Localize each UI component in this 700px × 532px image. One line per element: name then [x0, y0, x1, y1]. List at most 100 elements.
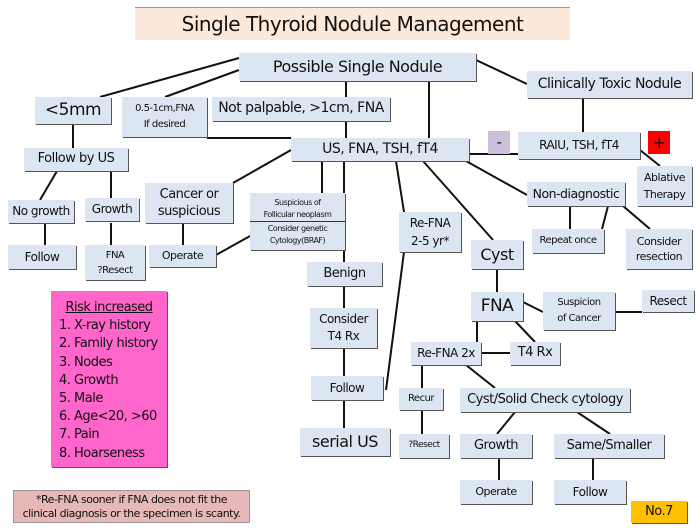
connector	[395, 160, 405, 213]
connector	[601, 205, 609, 230]
positive-marker: +	[648, 131, 670, 154]
node-text: Follow	[572, 484, 608, 499]
footnote-line: *Re-FNA sooner if FNA does not fit the	[36, 492, 227, 506]
node-text: Ablative	[644, 171, 685, 184]
node-benign: Benign	[307, 262, 382, 286]
node-text: suspicious	[157, 204, 221, 219]
node-follow-benign: Follow	[311, 376, 383, 400]
node-consider-t4: Consider T4 Rx	[310, 308, 377, 348]
node-operate-growth: Operate	[460, 480, 532, 504]
node-not-palpable: Not palpable, >1cm, FNA	[212, 97, 390, 121]
node-growth-cytology: Growth	[460, 434, 532, 458]
connector	[385, 251, 405, 391]
risk-item: 8. Hoarseness	[59, 445, 145, 461]
risk-heading: Risk increased	[65, 300, 153, 315]
node-resect: Resect	[642, 290, 694, 312]
node-text: +	[652, 132, 666, 152]
risk-item: 2. Family history	[59, 336, 158, 352]
risk-item: 5. Male	[59, 391, 103, 407]
node-follow-by-us: Follow by US	[24, 148, 128, 171]
node-refna-2x: Re-FNA 2x	[411, 342, 481, 365]
node-text: resection	[635, 250, 683, 263]
node-text: Growth	[473, 437, 519, 453]
node-text: ?Resect	[408, 440, 440, 451]
connector	[232, 149, 292, 184]
node-text: Follow by US	[37, 151, 115, 167]
page-label-text: No.7	[645, 503, 673, 519]
node-text: Re-FNA 2x	[417, 346, 475, 360]
node-text: FNA	[480, 295, 514, 316]
node-text: Recur	[407, 392, 435, 404]
node-text: Follow	[24, 249, 60, 264]
node-operate: Operate	[149, 245, 216, 267]
node-t4rx: T4 Rx	[510, 342, 560, 365]
node-text: Cyst	[480, 244, 514, 264]
node-text: Consider	[636, 235, 682, 248]
diagram-title: Single Thyroid Nodule Management	[135, 7, 570, 40]
node-text: Suspicious of	[274, 198, 321, 207]
node-text: Possible Single Nodule	[272, 57, 443, 76]
node-follow: Follow	[8, 245, 76, 269]
node-text: Repeat once	[539, 234, 598, 246]
node-text: Cyst/Solid Check cytology	[467, 391, 623, 407]
connector	[475, 59, 528, 85]
connector	[522, 301, 544, 313]
node-growth: Growth	[85, 198, 139, 221]
node-text: ?Resect	[97, 264, 133, 276]
node-suspicion-cancer: Suspicion of Cancer	[543, 292, 615, 330]
node-text: of Cancer	[557, 313, 601, 324]
node-lt5mm: <5mm	[35, 97, 111, 124]
node-text: Cytology(BRAF)	[269, 236, 326, 245]
connector	[99, 57, 240, 98]
node-question-resect: ?Resect	[399, 434, 449, 458]
node-same-smaller: Same/Smaller	[554, 434, 664, 458]
node-refna-2-5yr: Re-FNA 2-5 yr*	[399, 212, 461, 252]
node-serial-us: serial US	[300, 428, 390, 456]
node-text: Operate	[161, 249, 204, 263]
connector	[422, 160, 494, 241]
risk-item: 3. Nodes	[59, 354, 113, 370]
node-follow-same: Follow	[554, 480, 626, 504]
node-text: Operate	[475, 485, 517, 499]
connector	[465, 160, 528, 196]
connector	[514, 320, 536, 343]
node-text: Consider genetic	[250, 221, 345, 235]
connector	[496, 411, 516, 435]
node-text: Not palpable, >1cm, FNA	[218, 100, 384, 117]
risk-item: 6. Age<20, >60	[59, 409, 157, 425]
node-text: US, FNA, TSH, fT4	[322, 140, 438, 157]
node-text: T4 Rx	[327, 329, 360, 343]
node-text: No growth	[12, 204, 70, 218]
footnote: *Re-FNA sooner if FNA does not fit the c…	[13, 490, 250, 523]
title-text: Single Thyroid Nodule Management	[181, 11, 524, 36]
node-text: Resect	[649, 293, 687, 308]
node-text: Therapy	[643, 188, 686, 201]
node-no-growth: No growth	[8, 200, 74, 223]
node-fna-resect: FNA?Resect	[85, 245, 145, 280]
risk-item: 4. Growth	[59, 372, 119, 388]
risk-item: 1. X-ray history	[59, 318, 151, 334]
node-text: <5mm	[44, 99, 102, 120]
node-text: RAIU, TSH, fT4	[539, 138, 619, 152]
footnote-line: clinical diagnosis or the specimen is sc…	[22, 506, 241, 520]
connector	[215, 235, 251, 256]
connector	[39, 170, 58, 201]
node-suspicious-follicular: Suspicious of Follicular neoplasm Conside…	[250, 193, 345, 250]
node-clinically-toxic: Clinically Toxic Nodule	[527, 71, 692, 98]
node-raiu: RAIU, TSH, fT4	[518, 132, 640, 159]
node-cyst: Cyst	[471, 240, 523, 269]
node-text: Growth	[91, 202, 133, 216]
node-text: Follicular neoplasm	[263, 210, 332, 219]
node-text: Consider	[319, 312, 368, 326]
node-text: Re-FNA	[409, 216, 451, 230]
node-us-fna-tsh: US, FNA, TSH, fT4	[291, 138, 469, 161]
node-possible-single-nodule: Possible Single Nodule	[239, 53, 476, 81]
node-repeat-once: Repeat once	[532, 229, 604, 253]
risk-factors-box: Risk increased 1. X-ray history 2. Famil…	[51, 291, 167, 467]
node-text: 2-5 yr*	[411, 234, 449, 248]
node-text: Suspicion	[557, 297, 601, 308]
node-text: Same/Smaller	[566, 437, 652, 453]
node-text: Non-diagnostic	[532, 186, 620, 202]
